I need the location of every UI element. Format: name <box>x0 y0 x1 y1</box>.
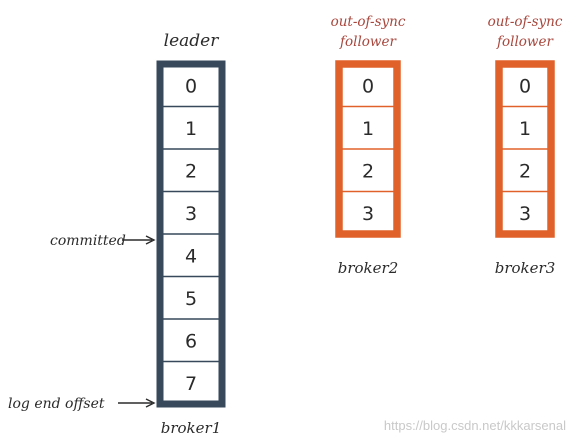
log-offset-0: 0 <box>362 75 374 97</box>
broker2-log: out-of-sync follower 0 1 2 3 broker2 <box>331 14 406 277</box>
log-offset-2: 2 <box>185 160 197 182</box>
broker-role-label: follower <box>339 34 397 50</box>
broker-name: broker1 <box>161 419 221 437</box>
log-offset-5: 5 <box>185 288 197 310</box>
log-end-offset-marker: log end offset <box>8 396 156 412</box>
broker-role-label: follower <box>496 34 554 50</box>
log-offset-0: 0 <box>519 75 531 97</box>
broker-name: broker3 <box>495 259 555 277</box>
committed-arrowhead <box>145 235 156 245</box>
log-offset-2: 2 <box>362 160 374 182</box>
committed-label: committed <box>50 233 126 249</box>
broker1-log: leader 0 1 2 3 4 5 6 7 broker1 <box>156 31 226 437</box>
log-offset-1: 1 <box>185 118 197 140</box>
log-end-offset-arrowhead <box>145 398 156 408</box>
log-offset-7: 7 <box>185 373 197 395</box>
watermark: https://blog.csdn.net/kkkarsenal <box>383 418 566 433</box>
broker-role-label: out-of-sync <box>331 14 406 30</box>
log-border <box>495 60 555 238</box>
log-offset-1: 1 <box>519 118 531 140</box>
log-offset-1: 1 <box>362 118 374 140</box>
broker-name: broker2 <box>338 259 398 277</box>
log-offset-0: 0 <box>185 75 197 97</box>
log-offset-4: 4 <box>185 245 197 267</box>
broker-role-label: leader <box>164 31 220 51</box>
log-offset-3: 3 <box>362 203 374 225</box>
broker3-log: out-of-sync follower 0 1 2 3 broker3 <box>488 14 563 277</box>
log-offset-3: 3 <box>519 203 531 225</box>
broker-role-label: out-of-sync <box>488 14 563 30</box>
log-border <box>335 60 401 238</box>
log-end-offset-label: log end offset <box>8 396 105 412</box>
log-offset-3: 3 <box>185 203 197 225</box>
committed-marker: committed <box>50 233 156 249</box>
log-border <box>156 60 226 408</box>
log-offset-2: 2 <box>519 160 531 182</box>
log-offset-6: 6 <box>185 330 197 352</box>
